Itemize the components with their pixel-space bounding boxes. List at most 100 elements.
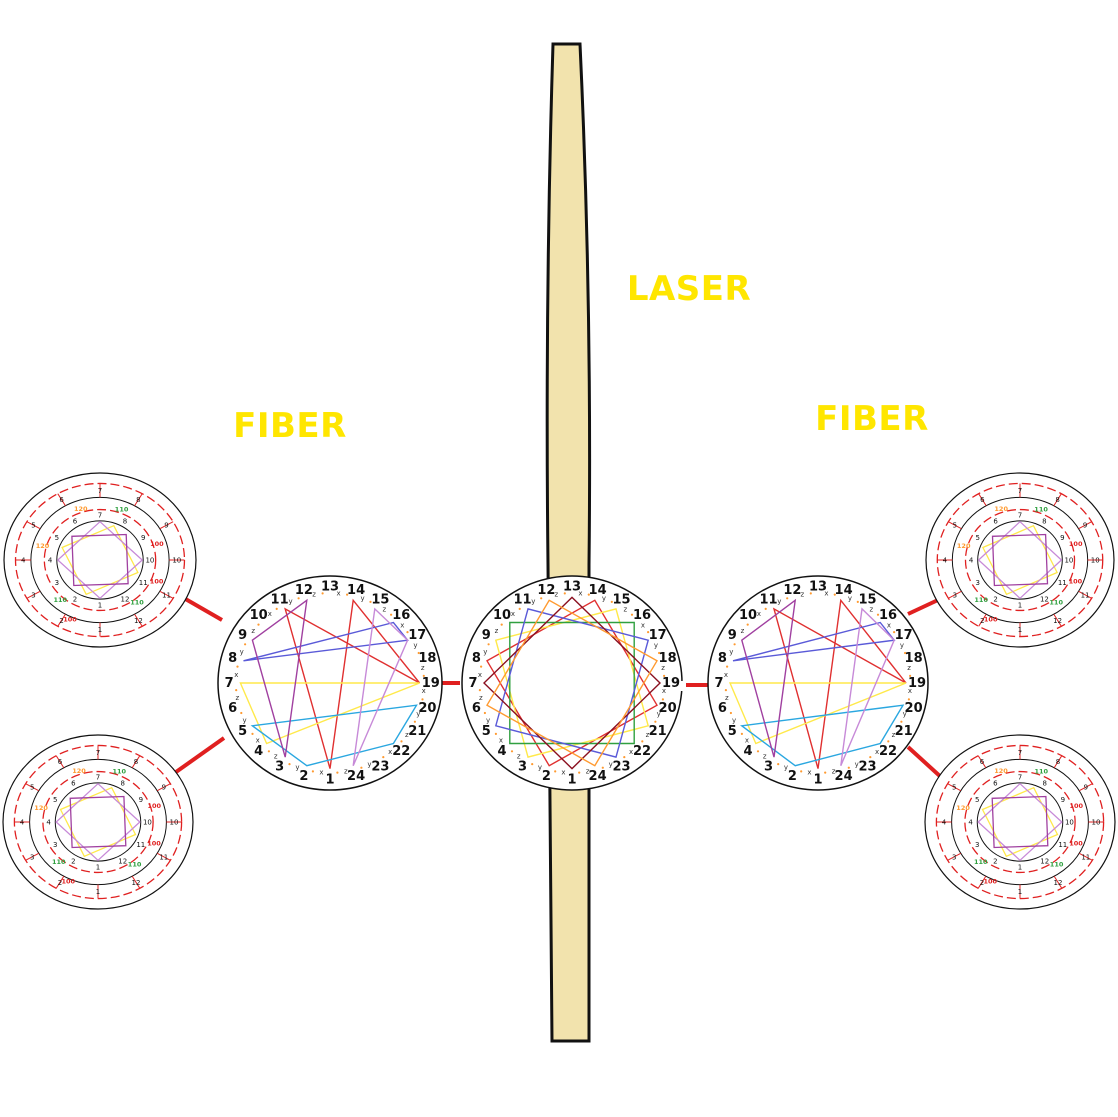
mini-number: 2	[980, 617, 984, 625]
dial-number: 13	[321, 580, 339, 595]
mini-number: 12	[132, 879, 141, 887]
mini-ring-tag: 110	[52, 858, 66, 866]
dial-letter: z	[741, 627, 745, 635]
dial-letter: x	[641, 622, 645, 630]
dial-dot	[777, 763, 780, 766]
dial-number: 23	[371, 759, 389, 774]
dial-number: 2	[788, 769, 797, 784]
mini-inner-number: 10	[1064, 557, 1073, 565]
mini-number: 10	[170, 819, 179, 827]
mini-inner-number: 2	[73, 596, 77, 604]
dial-letter: z	[251, 627, 255, 635]
dial-letter: y	[609, 761, 613, 769]
mini-ring-tag: 120	[34, 804, 48, 812]
mini-inner-number: 4	[969, 557, 974, 565]
dial-letter: x	[400, 622, 404, 630]
mini-number: 1	[98, 626, 102, 634]
dial-number: 24	[835, 769, 853, 784]
dial-dot	[630, 613, 634, 616]
mini-inner-number: 12	[118, 858, 127, 866]
dial-number: 7	[468, 676, 477, 691]
dial-letter: z	[495, 627, 499, 635]
mini-ring-tag: 120	[36, 542, 50, 550]
dial-number: 11	[271, 593, 289, 608]
mini-ring-tag: 100	[62, 877, 76, 885]
mini-number: 5	[953, 522, 957, 530]
dial-dot	[421, 698, 424, 701]
dial-letter: x	[256, 737, 260, 745]
dial-dot	[422, 674, 425, 678]
mini-tick	[25, 852, 39, 861]
dial-letter: z	[586, 768, 590, 776]
dial-dot	[658, 651, 661, 655]
mini-inner-number: 12	[1040, 596, 1049, 604]
mini-number: 1	[1018, 888, 1022, 896]
mini-number: 6	[980, 496, 985, 504]
mini-number: 10	[172, 557, 181, 565]
mini-tick	[159, 521, 174, 530]
dial-number: 12	[783, 583, 801, 598]
dial-path	[482, 596, 662, 770]
mini-ring	[964, 770, 1076, 874]
mini-tick	[947, 783, 961, 792]
mini-ring	[42, 770, 154, 874]
dial-dot	[900, 720, 903, 723]
dial-letter: y	[531, 597, 535, 605]
mini-tick	[977, 755, 987, 769]
dial-number: 19	[908, 676, 926, 691]
dial-number: 13	[563, 580, 581, 595]
dial-dot	[531, 763, 534, 766]
mini-inner-number: 4	[968, 819, 973, 827]
mini-number: 11	[159, 853, 168, 861]
dial-number: 21	[895, 724, 913, 739]
mini-tick	[948, 590, 962, 599]
dial-number: 1	[813, 772, 822, 787]
dial-letter: z	[517, 752, 521, 760]
dial-path	[352, 607, 409, 766]
dial-letter: y	[602, 595, 606, 603]
dial-dot	[809, 592, 812, 595]
fiber-label-right: FIBER	[815, 399, 929, 439]
mini-outline	[2, 734, 194, 910]
dial-number: 20	[905, 701, 923, 716]
dial-dot	[733, 643, 736, 646]
dial-number: 8	[228, 651, 237, 666]
mini-number: 12	[1054, 879, 1063, 887]
mini-number: 8	[1056, 758, 1060, 766]
dial-dot	[487, 643, 490, 646]
mini-ring-tag: 100	[147, 840, 161, 848]
dial-letter: y	[657, 710, 661, 718]
mini-number: 9	[1083, 522, 1087, 530]
dial-letter: y	[900, 641, 904, 649]
dial-number: 18	[905, 651, 923, 666]
mini-tick	[1078, 590, 1092, 599]
dial-letter: x	[887, 622, 891, 630]
dial-dot	[406, 631, 409, 634]
dial-letter: y	[777, 597, 781, 605]
dial-dot	[661, 698, 665, 701]
dial-dot	[726, 665, 729, 668]
mini-ring-tag: 110	[1034, 506, 1048, 514]
mini-tick	[131, 755, 141, 769]
mini-inner-number: 8	[1042, 779, 1046, 787]
mini-square	[991, 795, 1049, 849]
dial-letter: x	[807, 769, 811, 777]
dial-letter: x	[578, 590, 582, 598]
mini-ring-tag: 100	[148, 802, 162, 810]
dial-number: 22	[392, 744, 410, 759]
dial-dot	[236, 665, 239, 668]
dial-number: 20	[659, 701, 677, 716]
mini-number: 8	[136, 496, 140, 504]
dial-letter: y	[289, 597, 293, 605]
dial-letter: x	[724, 671, 728, 679]
dial-letter: x	[561, 769, 565, 777]
mini-tick	[134, 493, 143, 507]
mini-inner-number: 3	[55, 579, 59, 587]
dial-dot	[336, 771, 339, 774]
dial-path	[494, 608, 650, 758]
mini-inner-number: 12	[1040, 858, 1049, 866]
